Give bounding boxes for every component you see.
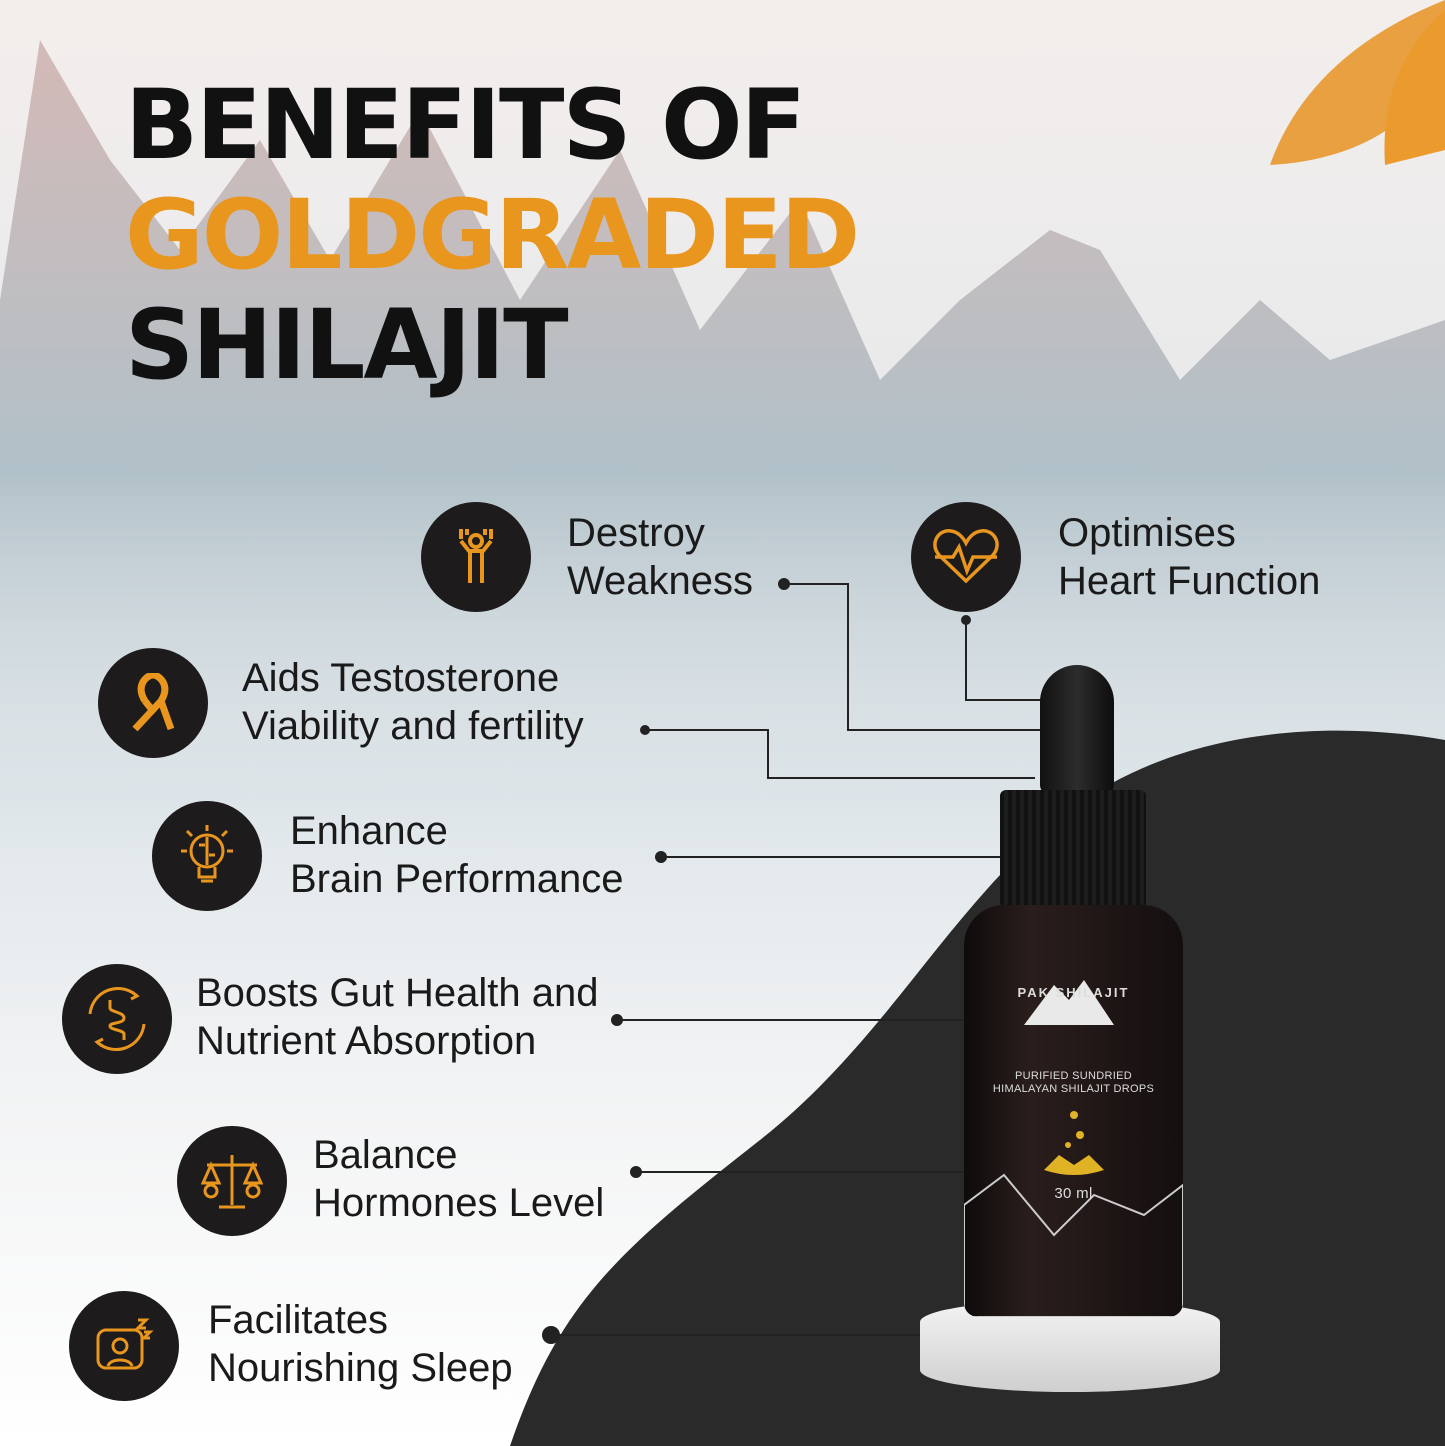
benefit-line: Weakness xyxy=(567,559,754,603)
brain-bulb-icon xyxy=(181,825,233,883)
benefit-line: Facilitates xyxy=(208,1298,389,1342)
sleep-icon xyxy=(96,1318,154,1370)
title-line-2: GOLDGRADED xyxy=(125,179,860,291)
benefit-icon-ribbon xyxy=(98,648,208,758)
brand-name: PAK SHILAJIT xyxy=(1017,985,1130,1000)
benefit-line: Boosts Gut Health and xyxy=(196,971,599,1015)
benefit-line: Viability and fertility xyxy=(242,704,584,748)
page-title: BENEFITS OF GOLDGRADED SHILAJIT xyxy=(125,69,860,401)
title-line-1: BENEFITS OF xyxy=(125,69,806,181)
scale-gender-icon xyxy=(200,1155,264,1209)
benefit-icon-heart xyxy=(911,502,1021,612)
benefit-line: Optimises xyxy=(1058,511,1236,555)
logo-mountain-icon xyxy=(1024,980,1114,1025)
benefit-line: Heart Function xyxy=(1058,559,1321,603)
mountain-sketch xyxy=(964,1173,1183,1317)
title-line-3: SHILAJIT xyxy=(125,289,569,401)
product-desc-1: PURIFIED SUNDRIED xyxy=(1015,1070,1132,1082)
benefit-line: Nourishing Sleep xyxy=(208,1346,513,1390)
person-strength-icon xyxy=(459,529,493,583)
benefit-icon-gut xyxy=(62,964,172,1074)
benefit-line: Enhance xyxy=(290,809,448,853)
product-bottle: PAK SHILAJIT PURIFIED SUNDRIED HIMALAYAN… xyxy=(964,905,1183,1317)
bottle-art xyxy=(964,980,1183,1317)
benefit-line: Nutrient Absorption xyxy=(196,1019,537,1063)
crown-icon xyxy=(1044,1155,1104,1175)
leaf-decoration xyxy=(1270,0,1445,165)
dropper-bulb xyxy=(1040,665,1114,795)
benefit-line: Brain Performance xyxy=(290,857,624,901)
gut-icon xyxy=(88,986,146,1052)
product-desc-2: HIMALAYAN SHILAJIT DROPS xyxy=(992,1083,1155,1095)
benefit-line: Hormones Level xyxy=(313,1181,605,1225)
benefit-line: Destroy xyxy=(567,511,705,555)
benefit-icon-weakness xyxy=(421,502,531,612)
product-volume: 30 ml xyxy=(1054,1185,1093,1202)
benefit-line: Balance xyxy=(313,1133,458,1177)
dropper-cap xyxy=(1000,790,1146,908)
benefit-icon-brain xyxy=(152,801,262,911)
ribbon-icon xyxy=(132,673,175,732)
benefit-icon-sleep xyxy=(69,1291,179,1401)
heart-pulse-icon xyxy=(933,529,999,584)
benefit-line: Aids Testosterone xyxy=(242,656,560,700)
benefit-icon-balance xyxy=(177,1126,287,1236)
